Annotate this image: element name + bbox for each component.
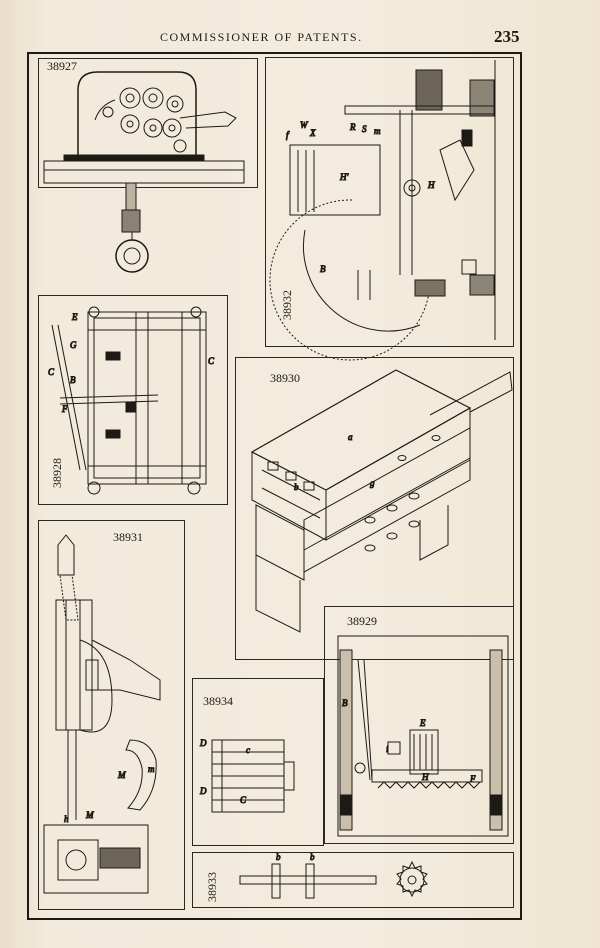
svg-text:R: R bbox=[349, 122, 356, 132]
figure-panel-38934 bbox=[192, 678, 324, 846]
svg-text:C: C bbox=[48, 367, 55, 377]
drawing-38927 bbox=[43, 71, 245, 273]
figure-number-38930: 38930 bbox=[270, 371, 300, 385]
svg-text:B: B bbox=[342, 698, 348, 708]
svg-text:H: H bbox=[427, 180, 435, 190]
svg-text:H': H' bbox=[339, 172, 349, 182]
figure-panel-38933 bbox=[192, 852, 514, 908]
svg-text:g: g bbox=[370, 478, 375, 488]
svg-text:B: B bbox=[320, 264, 326, 274]
svg-text:F: F bbox=[469, 774, 476, 784]
figure-panel-38930 bbox=[235, 357, 514, 660]
figure-plate-frame bbox=[27, 52, 522, 920]
drawing-38929: B E i H F bbox=[337, 635, 509, 837]
figure-number-38934: 38934 bbox=[203, 694, 233, 708]
svg-text:i: i bbox=[386, 744, 389, 754]
drawing-38928: E G C B F C bbox=[48, 306, 216, 495]
svg-text:E: E bbox=[71, 312, 78, 322]
drawing-38932: f W X R S m H' H B bbox=[269, 60, 496, 361]
svg-text:S: S bbox=[362, 124, 367, 134]
svg-text:b: b bbox=[276, 852, 281, 862]
svg-text:F: F bbox=[61, 404, 68, 414]
drawing-38931: M m h M bbox=[43, 534, 161, 894]
figure-panel-38932 bbox=[265, 57, 514, 347]
svg-text:W: W bbox=[300, 120, 309, 130]
svg-text:M: M bbox=[85, 810, 94, 820]
svg-text:M: M bbox=[117, 770, 126, 780]
figure-panel-38931 bbox=[38, 520, 185, 910]
figure-panel-38928 bbox=[38, 295, 228, 505]
svg-text:E: E bbox=[419, 718, 426, 728]
svg-text:C: C bbox=[208, 356, 215, 366]
figure-panel-38929 bbox=[324, 606, 514, 844]
drawing-38933: b b bbox=[239, 852, 428, 899]
svg-text:B: B bbox=[70, 375, 76, 385]
svg-text:C: C bbox=[240, 795, 247, 805]
svg-text:X: X bbox=[309, 128, 316, 138]
figure-number-38929: 38929 bbox=[347, 614, 377, 628]
svg-text:b: b bbox=[294, 482, 299, 492]
figure-panel-38927 bbox=[38, 58, 258, 188]
svg-text:D: D bbox=[199, 786, 207, 796]
running-header: COMMISSIONER OF PATENTS. bbox=[160, 30, 363, 44]
svg-text:h: h bbox=[64, 814, 69, 824]
svg-text:a: a bbox=[348, 432, 353, 442]
svg-text:H: H bbox=[421, 772, 429, 782]
svg-text:G: G bbox=[70, 340, 77, 350]
page-number: 235 bbox=[494, 27, 520, 46]
svg-text:f: f bbox=[286, 130, 290, 140]
svg-text:b: b bbox=[310, 852, 315, 862]
drawing-38930: a b g bbox=[250, 369, 513, 633]
figure-number-38927: 38927 bbox=[47, 59, 77, 73]
svg-text:m: m bbox=[148, 764, 155, 774]
svg-text:D: D bbox=[199, 738, 207, 748]
svg-text:c: c bbox=[246, 745, 250, 755]
svg-text:m: m bbox=[374, 126, 381, 136]
figure-number-38931: 38931 bbox=[113, 530, 143, 544]
drawing-38934: D c D C bbox=[199, 738, 295, 813]
